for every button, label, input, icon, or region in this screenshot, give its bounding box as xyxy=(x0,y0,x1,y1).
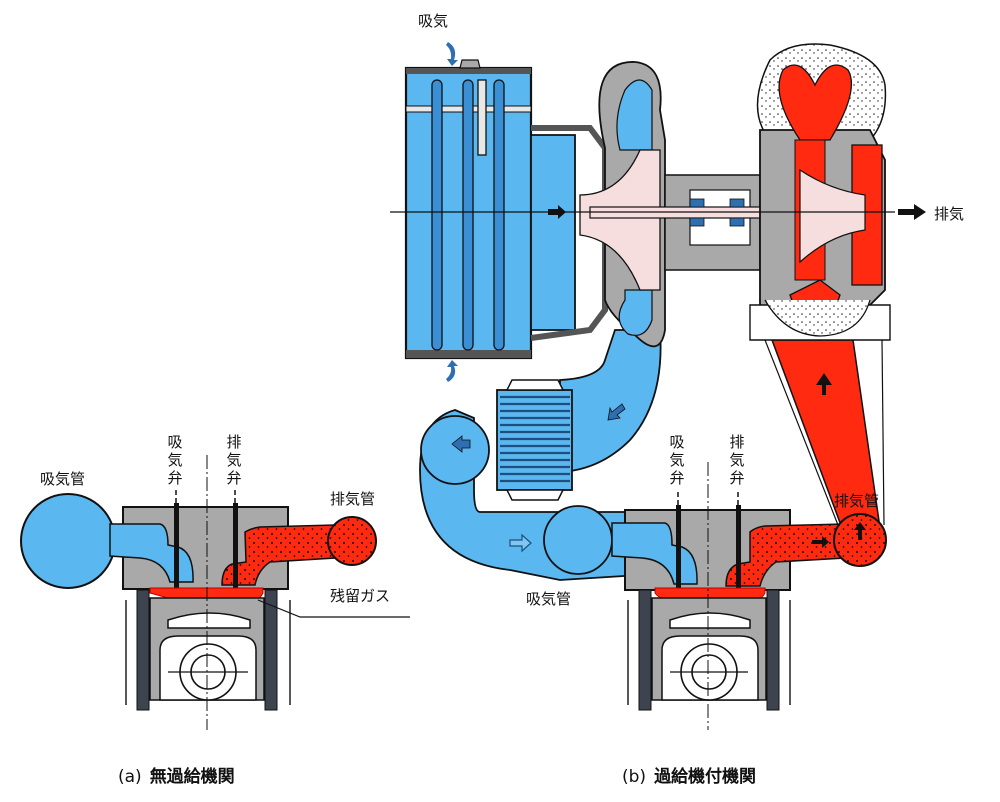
caption-b-tag: (b) xyxy=(622,767,647,787)
label-exhaust-valve-a: 排気弁 xyxy=(226,433,242,487)
label-intake-pipe-b: 吸気管 xyxy=(526,590,572,608)
exhaust-port xyxy=(221,524,336,586)
intercooler-end-tank xyxy=(420,415,490,485)
intercooler-fins xyxy=(500,395,570,483)
exhaust-duct-arrow xyxy=(816,373,832,395)
caption-b-title: 過給機付機関 xyxy=(654,767,757,787)
intake-manifold-bulb xyxy=(20,493,116,589)
intake-duct xyxy=(559,329,662,473)
flow-arrow-1 xyxy=(607,403,626,421)
label-intake-valve-b: 吸気弁 xyxy=(669,433,685,487)
exhaust-port-b xyxy=(725,523,846,587)
compressor-inlet-arrow xyxy=(548,205,566,219)
label-residual-gas: 残留ガス xyxy=(330,587,391,605)
turbine-scroll-top xyxy=(778,64,852,141)
intake-manifold-bulb-b xyxy=(543,505,613,575)
exhaust-valve-stem-b xyxy=(736,505,741,590)
panel-a-engine xyxy=(20,455,410,730)
caption-a: (a) 無過給機関 xyxy=(118,762,235,787)
intake-port xyxy=(109,523,194,583)
bearings xyxy=(689,198,745,227)
intake-valve-stem xyxy=(174,503,179,588)
intake-air-arrow-bottom xyxy=(446,360,458,382)
label-exhaust-out: 排気 xyxy=(934,205,965,223)
panel-b-turbo xyxy=(390,42,926,730)
intake-air-arrow-top xyxy=(446,42,458,66)
label-exhaust-pipe-b: 排気管 xyxy=(834,492,880,510)
label-intake-valve-a: 吸気弁 xyxy=(167,433,183,487)
label-exhaust-pipe-a: 排気管 xyxy=(330,490,376,508)
cylinder-wall-left xyxy=(136,589,150,711)
label-exhaust-valve-b: 排気弁 xyxy=(729,433,745,487)
compressor-wheel xyxy=(579,149,661,291)
label-intake-pipe-a: 吸気管 xyxy=(40,470,86,488)
flow-arrow-3 xyxy=(509,533,532,553)
exhaust-manifold-bulb xyxy=(327,516,377,566)
intake-port-b xyxy=(611,522,698,585)
filter-elements xyxy=(431,79,505,351)
caption-a-title: 無過給機関 xyxy=(149,767,235,787)
exhaust-out-arrow xyxy=(898,204,926,220)
turbine-wheel xyxy=(799,168,866,264)
label-intake-air: 吸気 xyxy=(418,12,449,30)
flow-arrow-2 xyxy=(451,435,471,453)
residual-gas-leader xyxy=(257,599,410,618)
caption-a-tag: (a) xyxy=(118,767,142,787)
exhaust-valve-stem xyxy=(233,503,238,588)
intake-valve-stem-b xyxy=(676,505,681,590)
caption-b: (b) 過給機付機関 xyxy=(622,762,756,787)
cylinder-wall-right xyxy=(264,589,278,711)
